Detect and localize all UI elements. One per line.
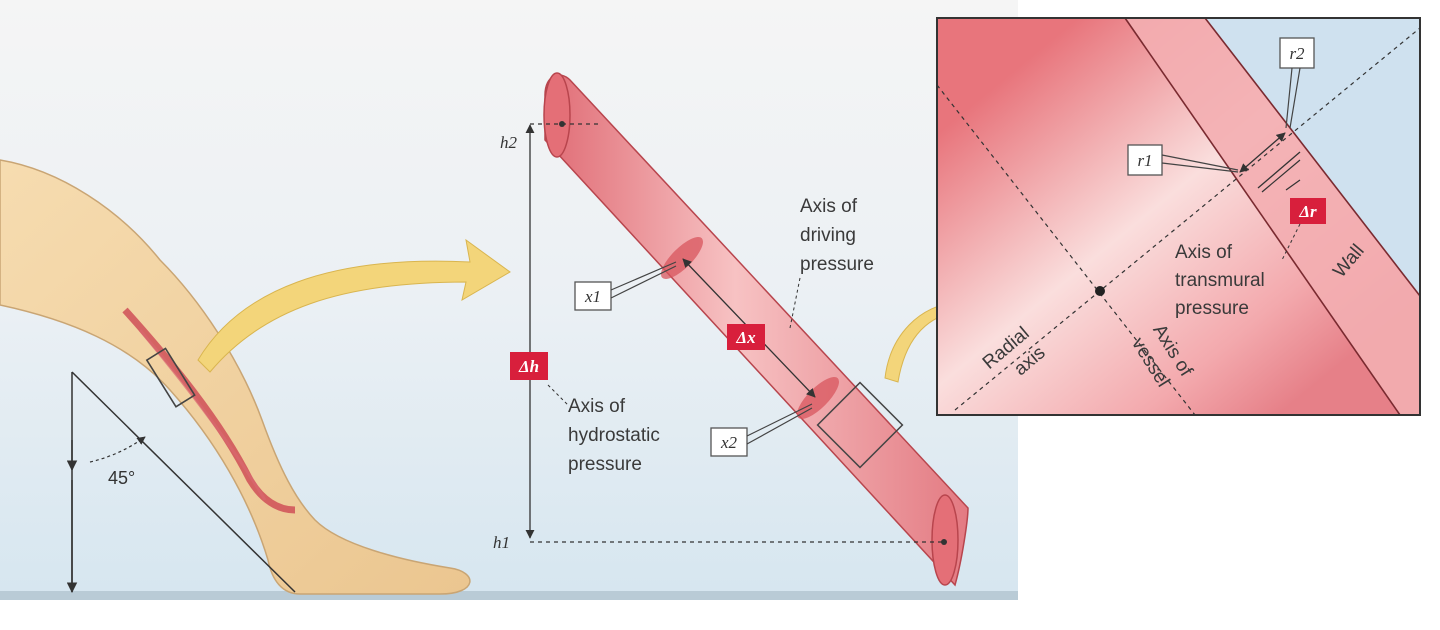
ground-line [0,591,1018,600]
x1-box: x1 [574,261,677,311]
transmural-pressure-label: Axis of transmural pressure [1175,242,1270,319]
inset-panel [936,17,1421,416]
delta-x-box: Δx [727,324,765,350]
vessel-wall-box [816,381,904,469]
zoom-arrow-icon [197,238,511,373]
x1-label: x1 [584,287,601,306]
x2-label: x2 [720,433,738,452]
hydrostatic-axis: h2 h1 [493,121,947,552]
delta-x-label: Δx [735,328,756,347]
driving-pressure-label: Axis of driving pressure [800,196,874,275]
delta-r-label: Δr [1298,202,1317,221]
leg-segment-box [145,347,196,408]
r2-box: r2 [1279,37,1315,129]
r1-label: r1 [1137,151,1152,170]
delta-h-box: Δh [510,352,548,380]
delta-r-box: Δr [1281,198,1326,261]
delta-h-label: Δh [518,357,539,376]
r2-label: r2 [1289,44,1305,63]
leg-illustration [0,159,471,595]
angle-label: 45° [108,468,135,488]
h1-label: h1 [493,533,510,552]
x2-box: x2 [710,403,813,457]
h2-label: h2 [500,133,518,152]
r1-box: r1 [1127,144,1239,176]
hydrostatic-pressure-label: Axis of hydrostatic pressure [568,396,665,475]
angle-triangle: 45° [66,371,296,594]
